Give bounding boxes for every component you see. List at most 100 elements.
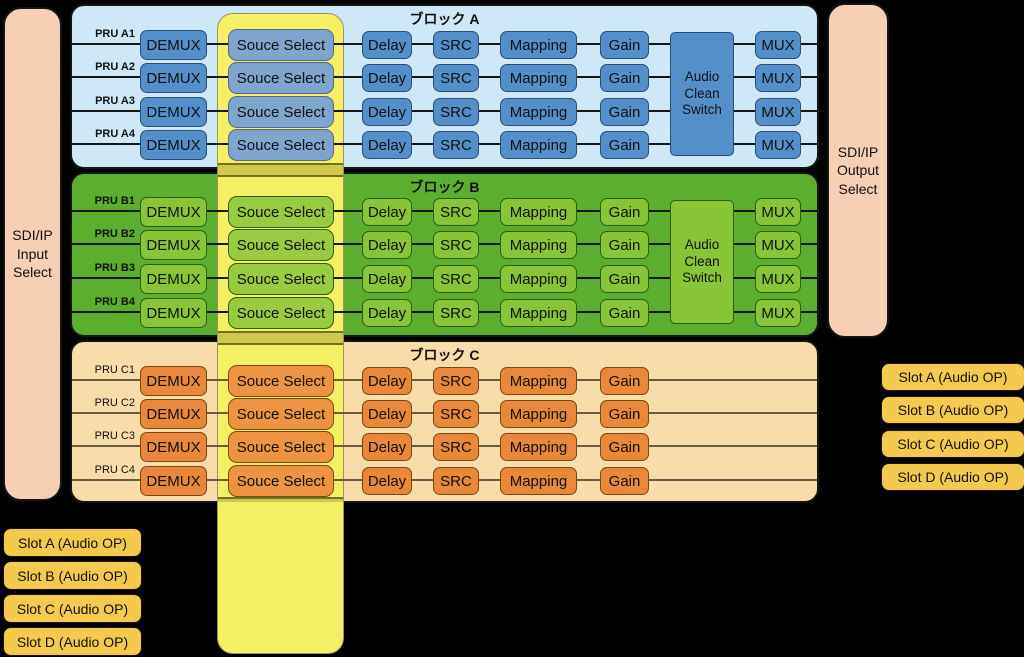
gain-box: Gain bbox=[600, 231, 649, 259]
pru-label: PRU A1 bbox=[95, 28, 135, 40]
gain-box: Gain bbox=[600, 467, 649, 495]
src-box: SRC bbox=[433, 400, 479, 428]
gain-box: Gain bbox=[600, 265, 649, 293]
demux-box: DEMUX bbox=[140, 399, 207, 429]
src-box: SRC bbox=[433, 31, 479, 59]
audio-clean-switch-box: Audio Clean Switch bbox=[670, 32, 734, 156]
gain-box: Gain bbox=[600, 131, 649, 159]
pru-label: PRU B1 bbox=[94, 195, 135, 207]
gain-box: Gain bbox=[600, 299, 649, 327]
pru-label: PRU C3 bbox=[94, 430, 135, 442]
slot-b-audio-op-left: Slot B (Audio OP) bbox=[3, 561, 142, 590]
src-box: SRC bbox=[433, 265, 479, 293]
delay-box: Delay bbox=[362, 231, 412, 259]
src-box: SRC bbox=[433, 367, 479, 395]
delay-box: Delay bbox=[362, 299, 412, 327]
block-b-title: ブロック B bbox=[409, 179, 480, 195]
source-select-box: Souce Select bbox=[228, 365, 334, 397]
band-gap-shade bbox=[218, 497, 343, 502]
block-b: ブロック B PRU B1 DEMUX Souce Select Delay S… bbox=[70, 172, 819, 337]
gain-box: Gain bbox=[600, 98, 649, 126]
demux-box: DEMUX bbox=[140, 366, 207, 396]
band-gap-shade bbox=[218, 331, 343, 345]
demux-box: DEMUX bbox=[140, 63, 207, 93]
mapping-box: Mapping bbox=[500, 265, 577, 293]
slot-b-audio-op-right: Slot B (Audio OP) bbox=[881, 396, 1024, 424]
audio-clean-switch-box: Audio Clean Switch bbox=[670, 200, 734, 324]
pru-label: PRU C2 bbox=[94, 397, 135, 409]
mux-box: MUX bbox=[755, 231, 801, 259]
gain-box: Gain bbox=[600, 400, 649, 428]
demux-box: DEMUX bbox=[140, 197, 207, 227]
pru-label: PRU A4 bbox=[95, 128, 135, 140]
src-box: SRC bbox=[433, 467, 479, 495]
delay-box: Delay bbox=[362, 31, 412, 59]
delay-box: Delay bbox=[362, 64, 412, 92]
src-box: SRC bbox=[433, 299, 479, 327]
mapping-box: Mapping bbox=[500, 299, 577, 327]
mapping-box: Mapping bbox=[500, 31, 577, 59]
src-box: SRC bbox=[433, 98, 479, 126]
mapping-box: Mapping bbox=[500, 433, 577, 461]
mux-box: MUX bbox=[755, 299, 801, 327]
source-select-box: Souce Select bbox=[228, 263, 334, 295]
block-a-title: ブロック A bbox=[409, 11, 480, 27]
demux-box: DEMUX bbox=[140, 466, 207, 496]
pru-label: PRU C1 bbox=[94, 364, 135, 376]
delay-box: Delay bbox=[362, 433, 412, 461]
block-c: ブロック C PRU C1 DEMUX Souce Select Delay S… bbox=[70, 340, 819, 503]
slot-c-audio-op-left: Slot C (Audio OP) bbox=[3, 594, 142, 623]
demux-box: DEMUX bbox=[140, 230, 207, 260]
source-select-box: Souce Select bbox=[228, 465, 334, 497]
demux-box: DEMUX bbox=[140, 130, 207, 160]
delay-box: Delay bbox=[362, 131, 412, 159]
demux-box: DEMUX bbox=[140, 432, 207, 462]
mapping-box: Mapping bbox=[500, 131, 577, 159]
demux-box: DEMUX bbox=[140, 298, 207, 328]
pru-label: PRU A3 bbox=[95, 95, 135, 107]
gain-box: Gain bbox=[600, 31, 649, 59]
src-box: SRC bbox=[433, 198, 479, 226]
src-box: SRC bbox=[433, 64, 479, 92]
delay-box: Delay bbox=[362, 367, 412, 395]
mapping-box: Mapping bbox=[500, 64, 577, 92]
block-c-title: ブロック C bbox=[409, 347, 480, 363]
gain-box: Gain bbox=[600, 433, 649, 461]
mapping-box: Mapping bbox=[500, 231, 577, 259]
pru-label: PRU B3 bbox=[94, 262, 135, 274]
pru-label: PRU B4 bbox=[94, 296, 135, 308]
source-select-box: Souce Select bbox=[228, 297, 334, 329]
pru-label: PRU A2 bbox=[95, 61, 135, 73]
source-select-box: Souce Select bbox=[228, 129, 334, 161]
demux-box: DEMUX bbox=[140, 97, 207, 127]
source-select-box: Souce Select bbox=[228, 398, 334, 430]
mapping-box: Mapping bbox=[500, 98, 577, 126]
slot-d-audio-op-left: Slot D (Audio OP) bbox=[3, 627, 142, 656]
sdi-ip-input-select-panel: SDI/IP Input Select bbox=[3, 7, 62, 501]
delay-box: Delay bbox=[362, 265, 412, 293]
src-box: SRC bbox=[433, 131, 479, 159]
gain-box: Gain bbox=[600, 198, 649, 226]
mapping-box: Mapping bbox=[500, 400, 577, 428]
mapping-box: Mapping bbox=[500, 367, 577, 395]
src-box: SRC bbox=[433, 231, 479, 259]
mux-box: MUX bbox=[755, 64, 801, 92]
delay-box: Delay bbox=[362, 467, 412, 495]
source-select-box: Souce Select bbox=[228, 96, 334, 128]
slot-a-audio-op-right: Slot A (Audio OP) bbox=[881, 363, 1024, 391]
gain-box: Gain bbox=[600, 367, 649, 395]
demux-box: DEMUX bbox=[140, 264, 207, 294]
mux-box: MUX bbox=[755, 131, 801, 159]
source-select-box: Souce Select bbox=[228, 431, 334, 463]
sdi-ip-output-select-panel: SDI/IP Output Select bbox=[827, 3, 889, 338]
mux-box: MUX bbox=[755, 198, 801, 226]
mux-box: MUX bbox=[755, 98, 801, 126]
block-a: ブロック A PRU A1 DEMUX Souce Select Delay S… bbox=[70, 4, 819, 169]
slot-a-audio-op-left: Slot A (Audio OP) bbox=[3, 528, 142, 557]
delay-box: Delay bbox=[362, 98, 412, 126]
delay-box: Delay bbox=[362, 400, 412, 428]
mapping-box: Mapping bbox=[500, 467, 577, 495]
src-box: SRC bbox=[433, 433, 479, 461]
mapping-box: Mapping bbox=[500, 198, 577, 226]
